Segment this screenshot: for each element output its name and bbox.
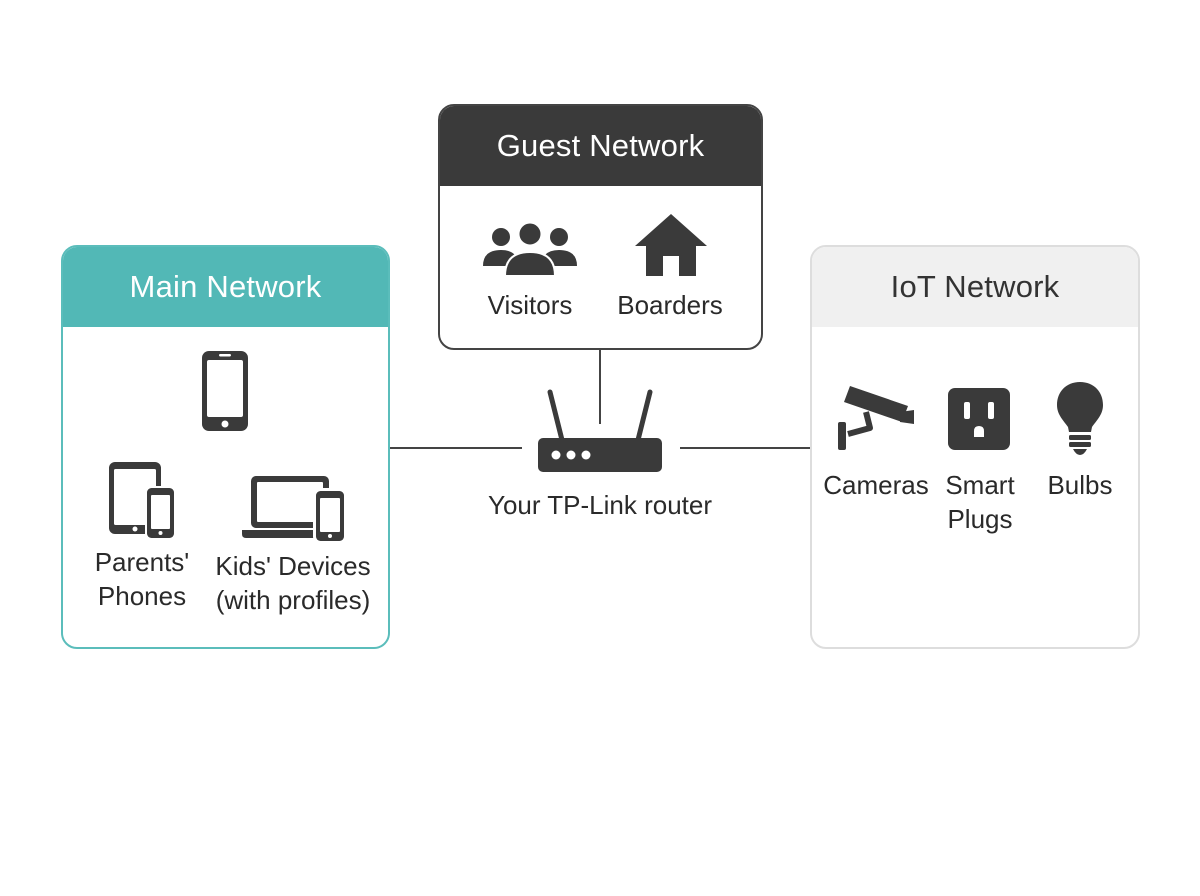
- laptop-phone-icon: [242, 474, 348, 542]
- main-network-title: Main Network: [63, 247, 388, 327]
- cameras-label: Cameras: [816, 468, 936, 502]
- parents-phones-label-line2: Phones: [97, 581, 187, 611]
- smart-plugs-label: Smart Plugs: [930, 468, 1030, 536]
- visitors-label: Visitors: [487, 290, 573, 320]
- kids-devices-label: Kids' Devices (with profiles): [208, 549, 378, 617]
- bulbs-label-line1: Bulbs: [1047, 470, 1113, 500]
- kids-devices-label-line2: (with profiles): [215, 585, 371, 615]
- smartphone-icon: [200, 349, 250, 433]
- guest-network-panel: Guest Network: [438, 104, 763, 350]
- tablet-phone-icon: [107, 460, 177, 540]
- boarders-label: Boarders: [617, 290, 723, 320]
- parents-phones-label-line1: Parents': [94, 547, 190, 577]
- smart-plugs-label-line2: Plugs: [947, 504, 1013, 534]
- power-outlet-icon: [947, 387, 1011, 451]
- main-network-panel: Main Network: [61, 245, 390, 649]
- iot-network-title: IoT Network: [812, 247, 1138, 327]
- light-bulb-icon: [1055, 380, 1105, 456]
- smart-plugs-label-line1: Smart: [945, 470, 1015, 500]
- parents-phones-label: Parents' Phones: [82, 545, 202, 613]
- router-icon: [536, 388, 664, 474]
- house-icon: [633, 212, 709, 278]
- bulbs-label: Bulbs: [1030, 468, 1130, 502]
- kids-devices-label-line1: Kids' Devices: [215, 551, 371, 581]
- security-camera-icon: [836, 380, 916, 452]
- router-label: Your TP-Link router: [487, 490, 712, 520]
- cameras-label-line1: Cameras: [823, 470, 929, 500]
- guest-network-title: Guest Network: [440, 106, 761, 186]
- people-group-icon: [483, 222, 577, 278]
